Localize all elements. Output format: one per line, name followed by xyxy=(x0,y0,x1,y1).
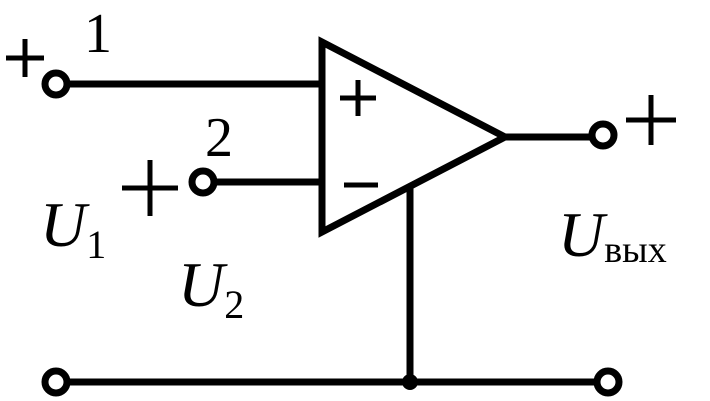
input-2-voltage-label: U2 xyxy=(178,249,244,327)
terminal-2-label: 2 xyxy=(205,107,233,169)
non-inverting-input-sign xyxy=(340,80,376,116)
common-terminal-left xyxy=(41,367,71,397)
output-terminal xyxy=(588,120,618,150)
input-1-voltage-label: U1 xyxy=(40,189,106,267)
terminal-2 xyxy=(188,167,218,197)
input-1-plus-sign xyxy=(6,39,44,77)
output-voltage-label: Uвых xyxy=(558,199,667,271)
input-2-plus-sign xyxy=(122,160,178,216)
terminal-1-label: 1 xyxy=(84,3,112,65)
junction-dot xyxy=(402,374,418,390)
terminal-1 xyxy=(41,69,71,99)
output-plus-sign xyxy=(626,95,676,145)
common-terminal-right xyxy=(593,367,623,397)
